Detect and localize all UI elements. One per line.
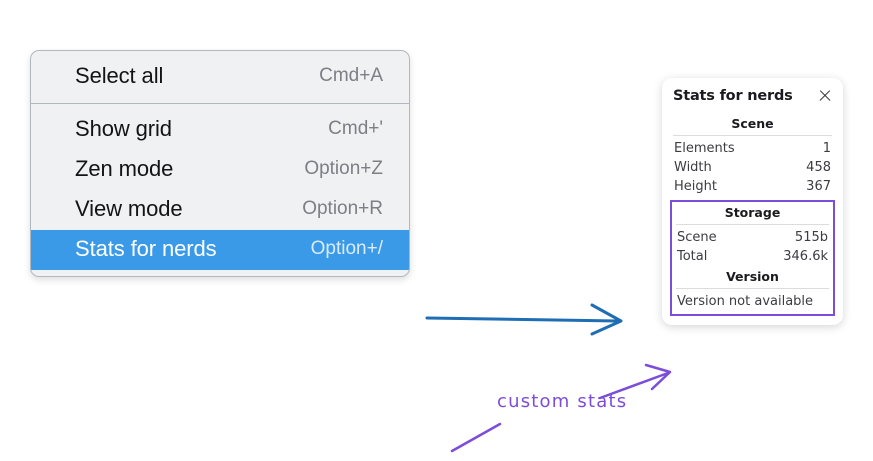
stat-value: 1: [822, 141, 831, 156]
storage-section-heading: Storage: [724, 205, 781, 220]
scene-section: Scene Elements 1 Width 458 Height 367: [671, 113, 834, 196]
close-icon[interactable]: [817, 88, 833, 104]
stat-key: Height: [674, 179, 717, 194]
stat-row: Width 458: [671, 158, 834, 177]
version-not-available-text: Version not available: [677, 294, 814, 309]
stat-row: Height 367: [671, 177, 834, 196]
menu-item-label: Stats for nerds: [75, 236, 217, 261]
menu-item-shortcut: Option+R: [302, 198, 383, 219]
stat-key: Total: [677, 249, 708, 264]
menu-item-select-all[interactable]: Select all Cmd+A: [31, 57, 409, 97]
menu-item-show-grid[interactable]: Show grid Cmd+': [31, 110, 409, 150]
storage-section: Storage Scene 515b Total 346.6k: [674, 202, 831, 266]
scene-section-heading: Scene: [731, 116, 774, 131]
version-section: Version Version not available: [674, 266, 831, 311]
stat-key: Width: [674, 160, 712, 175]
stat-row: Total 346.6k: [674, 247, 831, 266]
menu-item-shortcut: Cmd+A: [319, 65, 383, 86]
menu-item-shortcut: Cmd+': [328, 118, 383, 139]
menu-group-1: Select all Cmd+A: [31, 57, 409, 97]
stat-row: Elements 1: [671, 139, 834, 158]
menu-item-shortcut: Option+Z: [304, 158, 383, 179]
stat-key: Elements: [674, 141, 735, 156]
stat-key: Scene: [677, 230, 717, 245]
version-section-heading: Version: [726, 269, 779, 284]
menu-item-shortcut: Option+/: [310, 238, 383, 259]
section-divider: [673, 135, 832, 136]
menu-item-label: Zen mode: [75, 156, 174, 181]
stats-for-nerds-panel: Stats for nerds Scene Elements 1 Width 4…: [662, 78, 843, 325]
stat-value: 367: [806, 179, 831, 194]
menu-group-2: Show grid Cmd+' Zen mode Option+Z View m…: [31, 110, 409, 270]
stat-value: 515b: [794, 230, 828, 245]
menu-item-stats-for-nerds[interactable]: Stats for nerds Option+/: [31, 230, 409, 270]
stat-value: 458: [806, 160, 831, 175]
menu-item-label: Select all: [75, 63, 164, 88]
stat-value: 346.6k: [783, 249, 828, 264]
menu-separator: [31, 103, 409, 104]
purple-tail-annotation: [450, 422, 502, 453]
section-divider: [676, 224, 829, 225]
menu-item-view-mode[interactable]: View mode Option+R: [31, 190, 409, 230]
menu-item-label: Show grid: [75, 116, 172, 141]
section-divider: [676, 288, 829, 289]
custom-stats-highlight-box: Storage Scene 515b Total 346.6k Version …: [670, 200, 835, 316]
menu-item-label: View mode: [75, 196, 183, 221]
custom-stats-annotation-label: custom stats: [497, 391, 628, 412]
stats-panel-header: Stats for nerds: [671, 88, 834, 104]
blue-arrow-annotation: [425, 303, 623, 336]
context-menu[interactable]: Select all Cmd+A Show grid Cmd+' Zen mod…: [30, 50, 410, 277]
menu-item-zen-mode[interactable]: Zen mode Option+Z: [31, 150, 409, 190]
stat-row: Scene 515b: [674, 228, 831, 247]
panel-title: Stats for nerds: [673, 88, 793, 104]
